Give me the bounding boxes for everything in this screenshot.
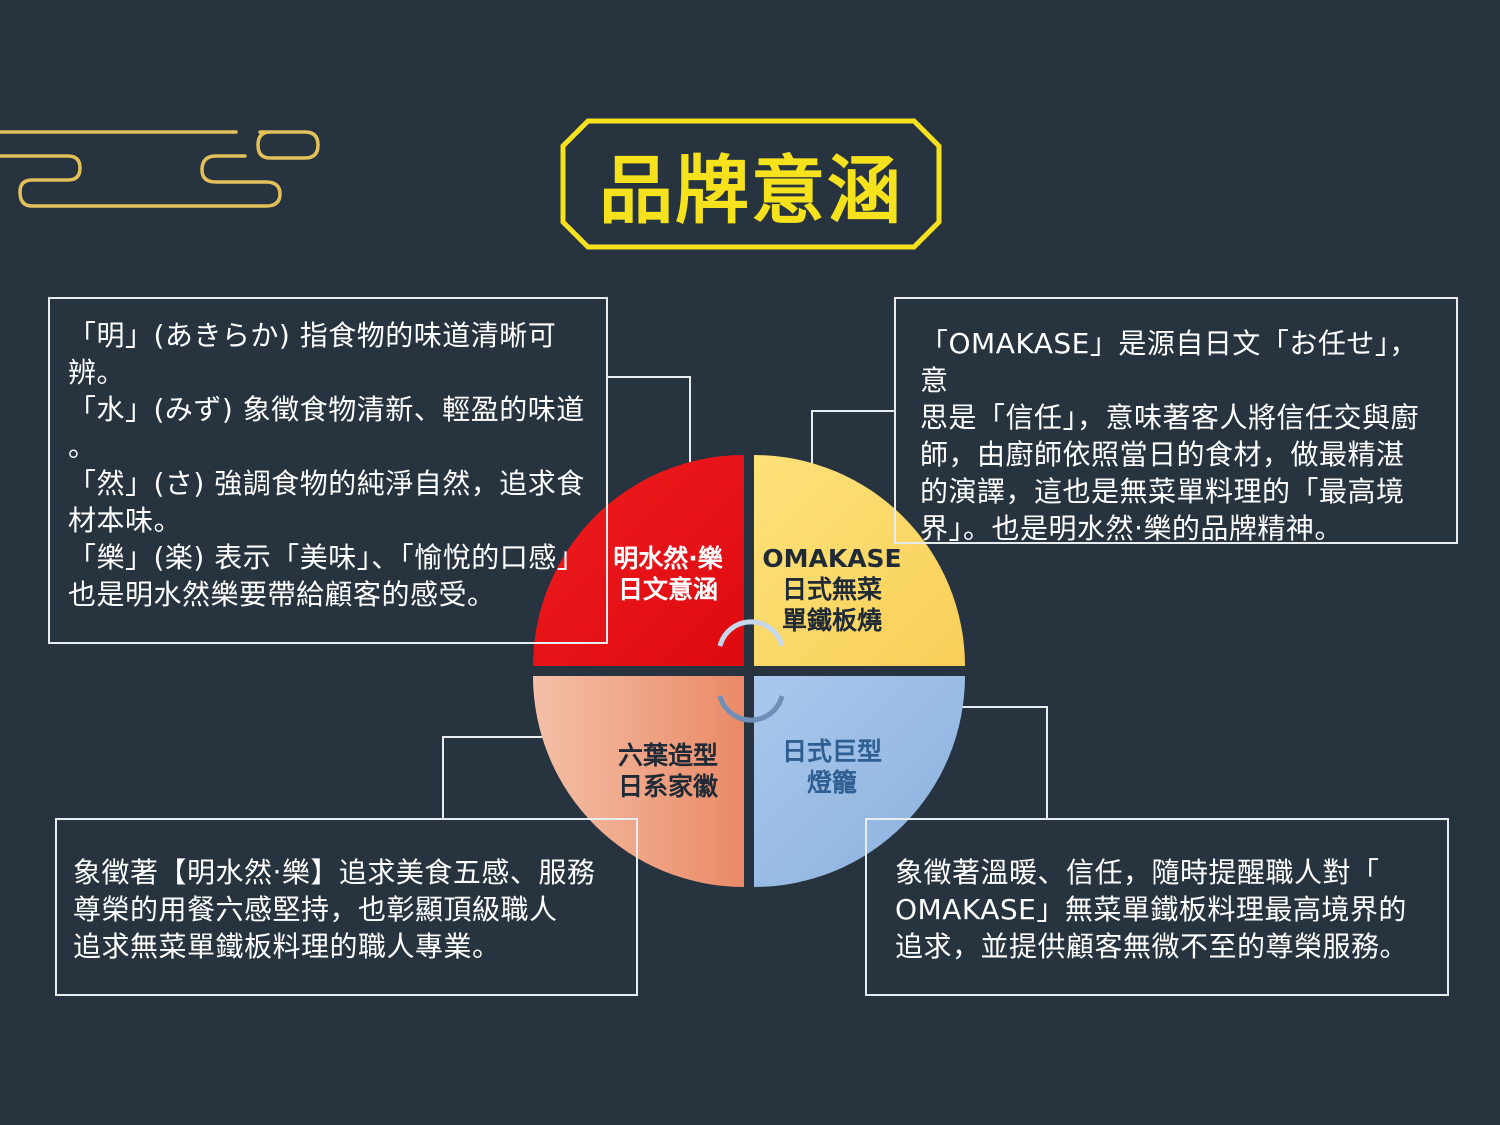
note-line: 象徵著【明水然‧樂】追求美食五感、服務 xyxy=(73,856,596,889)
title-badge-frame xyxy=(560,118,942,250)
note-line: 材本味。 xyxy=(68,504,183,537)
note-box-top-right: 「OMAKASE」是源自日文「お任せ」，意 思是「信任」，意味著客人將信任交與廚… xyxy=(894,297,1458,545)
quadrant-top-left xyxy=(533,455,744,666)
note-line: 師，由廚師依照當日的食材，做最精湛 xyxy=(920,438,1405,471)
cloud-ornament xyxy=(0,130,320,208)
quadrant-label-top-left: 明水然·樂 日文意涵 xyxy=(613,544,723,604)
note-box-top-left: 「明」(あきらか) 指食物的味道清晰可 辨。 「水」(みず) 象徵食物清新、輕盈… xyxy=(48,297,608,644)
quadrant-wheel xyxy=(533,455,965,887)
connector-top-left xyxy=(608,376,691,488)
quadrant-bottom-right xyxy=(754,676,965,887)
note-line: 尊榮的用餐六感堅持，也彰顯頂級職人 xyxy=(73,893,558,926)
connector-bottom-right xyxy=(938,706,1048,818)
note-line: 。 xyxy=(68,430,97,463)
quadrant-bottom-left xyxy=(533,676,744,887)
note-line: 「明」(あきらか) 指食物的味道清晰可 xyxy=(68,319,557,352)
quadrant-label-bottom-right: 日式巨型 燈籠 xyxy=(781,737,882,797)
note-box-bottom-left: 象徵著【明水然‧樂】追求美食五感、服務 尊榮的用餐六感堅持，也彰顯頂級職人 追求… xyxy=(55,818,638,996)
cycle-arrows-icon xyxy=(717,619,785,723)
note-line: 辨。 xyxy=(68,356,126,389)
note-line: 「樂」(楽) 表示「美味」、「愉悅的口感」 xyxy=(68,541,586,574)
note-line: 也是明水然樂要帶給顧客的感受。 xyxy=(68,578,496,611)
note-line: 「水」(みず) 象徵食物清新、輕盈的味道 xyxy=(68,393,585,426)
quadrant-label-bottom-left: 六葉造型 日系家徽 xyxy=(617,741,718,801)
note-box-bottom-right: 象徵著溫暖、信任，隨時提醒職人對「 OMAKASE」無菜單鐵板料理最高境界的 追… xyxy=(865,818,1449,996)
note-line: 追求，並提供顧客無微不至的尊榮服務。 xyxy=(895,930,1409,963)
note-line: 追求無菜單鐵板料理的職人專業。 xyxy=(73,930,501,963)
note-line: 界」。也是明水然‧樂的品牌精神。 xyxy=(920,512,1343,545)
connector-bottom-left xyxy=(442,736,553,818)
note-line: 象徵著溫暖、信任，隨時提醒職人對「 xyxy=(895,856,1380,889)
quadrant-label-top-right: OMAKASE 日式無菜 單鐵板燒 xyxy=(762,544,902,635)
note-line: 的演譯，這也是無菜單料理的「最高境 xyxy=(920,475,1405,508)
note-line: OMAKASE」無菜單鐵板料理最高境界的 xyxy=(895,893,1407,926)
connector-top-right xyxy=(811,410,895,488)
quadrant-top-right xyxy=(754,455,965,666)
note-line: 「OMAKASE」是源自日文「お任せ」，意 xyxy=(920,327,1418,397)
note-line: 「然」(さ) 強調食物的純淨自然，追求食 xyxy=(68,467,585,500)
page-title: 品牌意涵 xyxy=(599,147,903,234)
note-line: 思是「信任」，意味著客人將信任交與廚 xyxy=(920,401,1420,434)
